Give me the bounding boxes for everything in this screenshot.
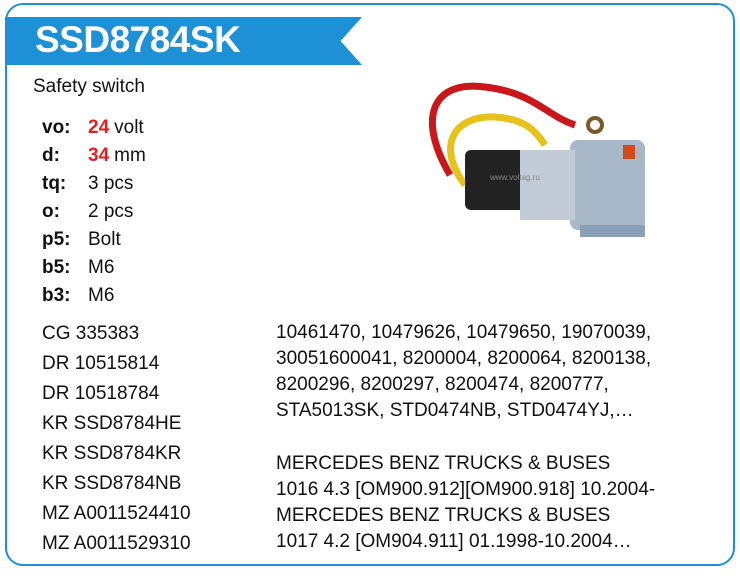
applications: MERCEDES BENZ TRUCKS & BUSES 1016 4.3 [O… — [276, 451, 726, 555]
spec-value: 2 pcs — [88, 201, 134, 222]
product-subtitle: Safety switch — [33, 76, 145, 97]
spec-key: o: — [42, 201, 60, 222]
spec-p5: p5: Bolt — [42, 229, 121, 257]
spec-tq: tq: 3 pcs — [42, 173, 133, 201]
spec-value: 3 pcs — [88, 173, 134, 194]
product-photo: www.voltag.ru — [429, 82, 645, 237]
product-card — [5, 3, 735, 566]
spec-value: Bolt — [88, 229, 121, 250]
application-line: 1017 4.2 [OM904.911] 01.1998-10.2004… — [276, 531, 632, 552]
cross-ref: KR SSD8784NB — [42, 473, 182, 494]
oe-numbers: 10461470, 10479626, 10479650, 19070039, … — [276, 320, 726, 424]
oe-line: STA5013SK, STD0474NB, STD0474YJ,… — [276, 400, 634, 421]
spec-key: d: — [42, 145, 60, 166]
watermark: www.voltag.ru — [489, 173, 540, 182]
cross-ref: MZ A0011529310 — [42, 533, 191, 554]
oe-line: 10461470, 10479626, 10479650, 19070039, — [276, 322, 652, 343]
oe-line: 30051600041, 8200004, 8200064, 8200138, — [276, 348, 652, 369]
oe-line: 8200296, 8200297, 8200474, 8200777, — [276, 374, 609, 395]
spec-key: b5: — [42, 257, 71, 278]
spec-b5: b5: M6 — [42, 257, 114, 285]
cross-ref: KR SSD8784KR — [42, 443, 182, 464]
spec-key: b3: — [42, 285, 71, 306]
spec-key: vo: — [42, 117, 71, 138]
application-line: MERCEDES BENZ TRUCKS & BUSES — [276, 453, 611, 474]
spec-o: o: 2 pcs — [42, 201, 133, 229]
cross-ref: CG 335383 — [42, 323, 140, 344]
title-banner — [5, 17, 362, 65]
spec-unit: volt — [114, 117, 144, 138]
spec-value: 34 — [88, 145, 110, 166]
spec-value: M6 — [88, 257, 115, 278]
application-line: MERCEDES BENZ TRUCKS & BUSES — [276, 505, 611, 526]
spec-key: tq: — [42, 173, 67, 194]
cross-ref: MZ A0011524410 — [42, 503, 191, 524]
spec-key: p5: — [42, 229, 71, 250]
cross-ref: KR SSD8784HE — [42, 413, 182, 434]
cross-ref: DR 10518784 — [42, 383, 160, 404]
application-line: 1016 4.3 [OM900.912][OM900.918] 10.2004- — [276, 479, 656, 500]
cross-ref: DR 10515814 — [42, 353, 160, 374]
spec-value: 24 — [88, 117, 110, 138]
spec-unit: mm — [114, 145, 146, 166]
spec-b3: b3: M6 — [42, 285, 114, 313]
product-title: SSD8784SK — [35, 19, 241, 60]
spec-value: M6 — [88, 285, 115, 306]
